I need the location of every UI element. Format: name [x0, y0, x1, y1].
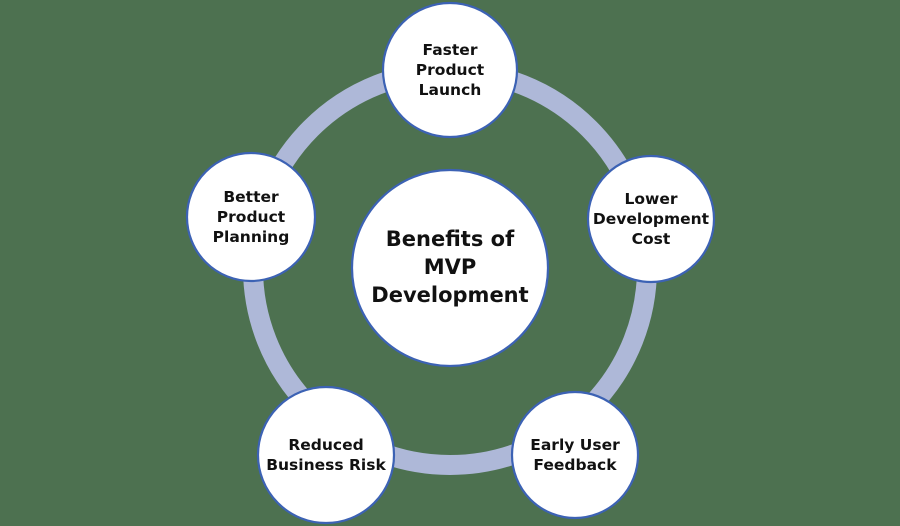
- node-lower-development-cost-circle[interactable]: [586, 154, 716, 284]
- node-lower-development-cost-label-line: Cost: [632, 230, 671, 248]
- node-lower-development-cost-label-line: Lower: [624, 190, 677, 208]
- node-better-product-planning-label-line: Product: [217, 208, 286, 226]
- node-faster-product-launch-label-line: Launch: [419, 81, 482, 99]
- node-early-user-feedback-label-line: Early User: [530, 436, 620, 454]
- node-better-product-planning-label-line: Planning: [213, 228, 290, 246]
- node-reduced-business-risk-circle[interactable]: [256, 385, 396, 525]
- node-lower-development-cost-label-line: Development: [593, 210, 710, 228]
- node-reduced-business-risk-label-line: Reduced: [288, 436, 363, 454]
- center-node-label: Benefits of MVP Development: [371, 227, 528, 307]
- node-better-product-planning-label-line: Better: [223, 188, 279, 206]
- center-node-circle[interactable]: [350, 168, 550, 368]
- center-node-label-line: Development: [371, 283, 528, 307]
- node-early-user-feedback-label-line: Feedback: [533, 456, 617, 474]
- node-faster-product-launch-circle[interactable]: [381, 1, 519, 139]
- node-reduced-business-risk-label-line: Business Risk: [266, 456, 386, 474]
- center-node-label-line: MVP: [424, 255, 477, 279]
- node-faster-product-launch-label-line: Product: [416, 61, 485, 79]
- node-better-product-planning-circle[interactable]: [185, 151, 317, 283]
- node-early-user-feedback-circle[interactable]: [510, 390, 640, 520]
- center-node-label-line: Benefits of: [386, 227, 515, 251]
- center-node[interactable]: Benefits of MVP Development: [350, 168, 550, 368]
- node-faster-product-launch-label-line: Faster: [423, 41, 478, 59]
- center-node-group: Benefits of MVP Development: [350, 168, 550, 368]
